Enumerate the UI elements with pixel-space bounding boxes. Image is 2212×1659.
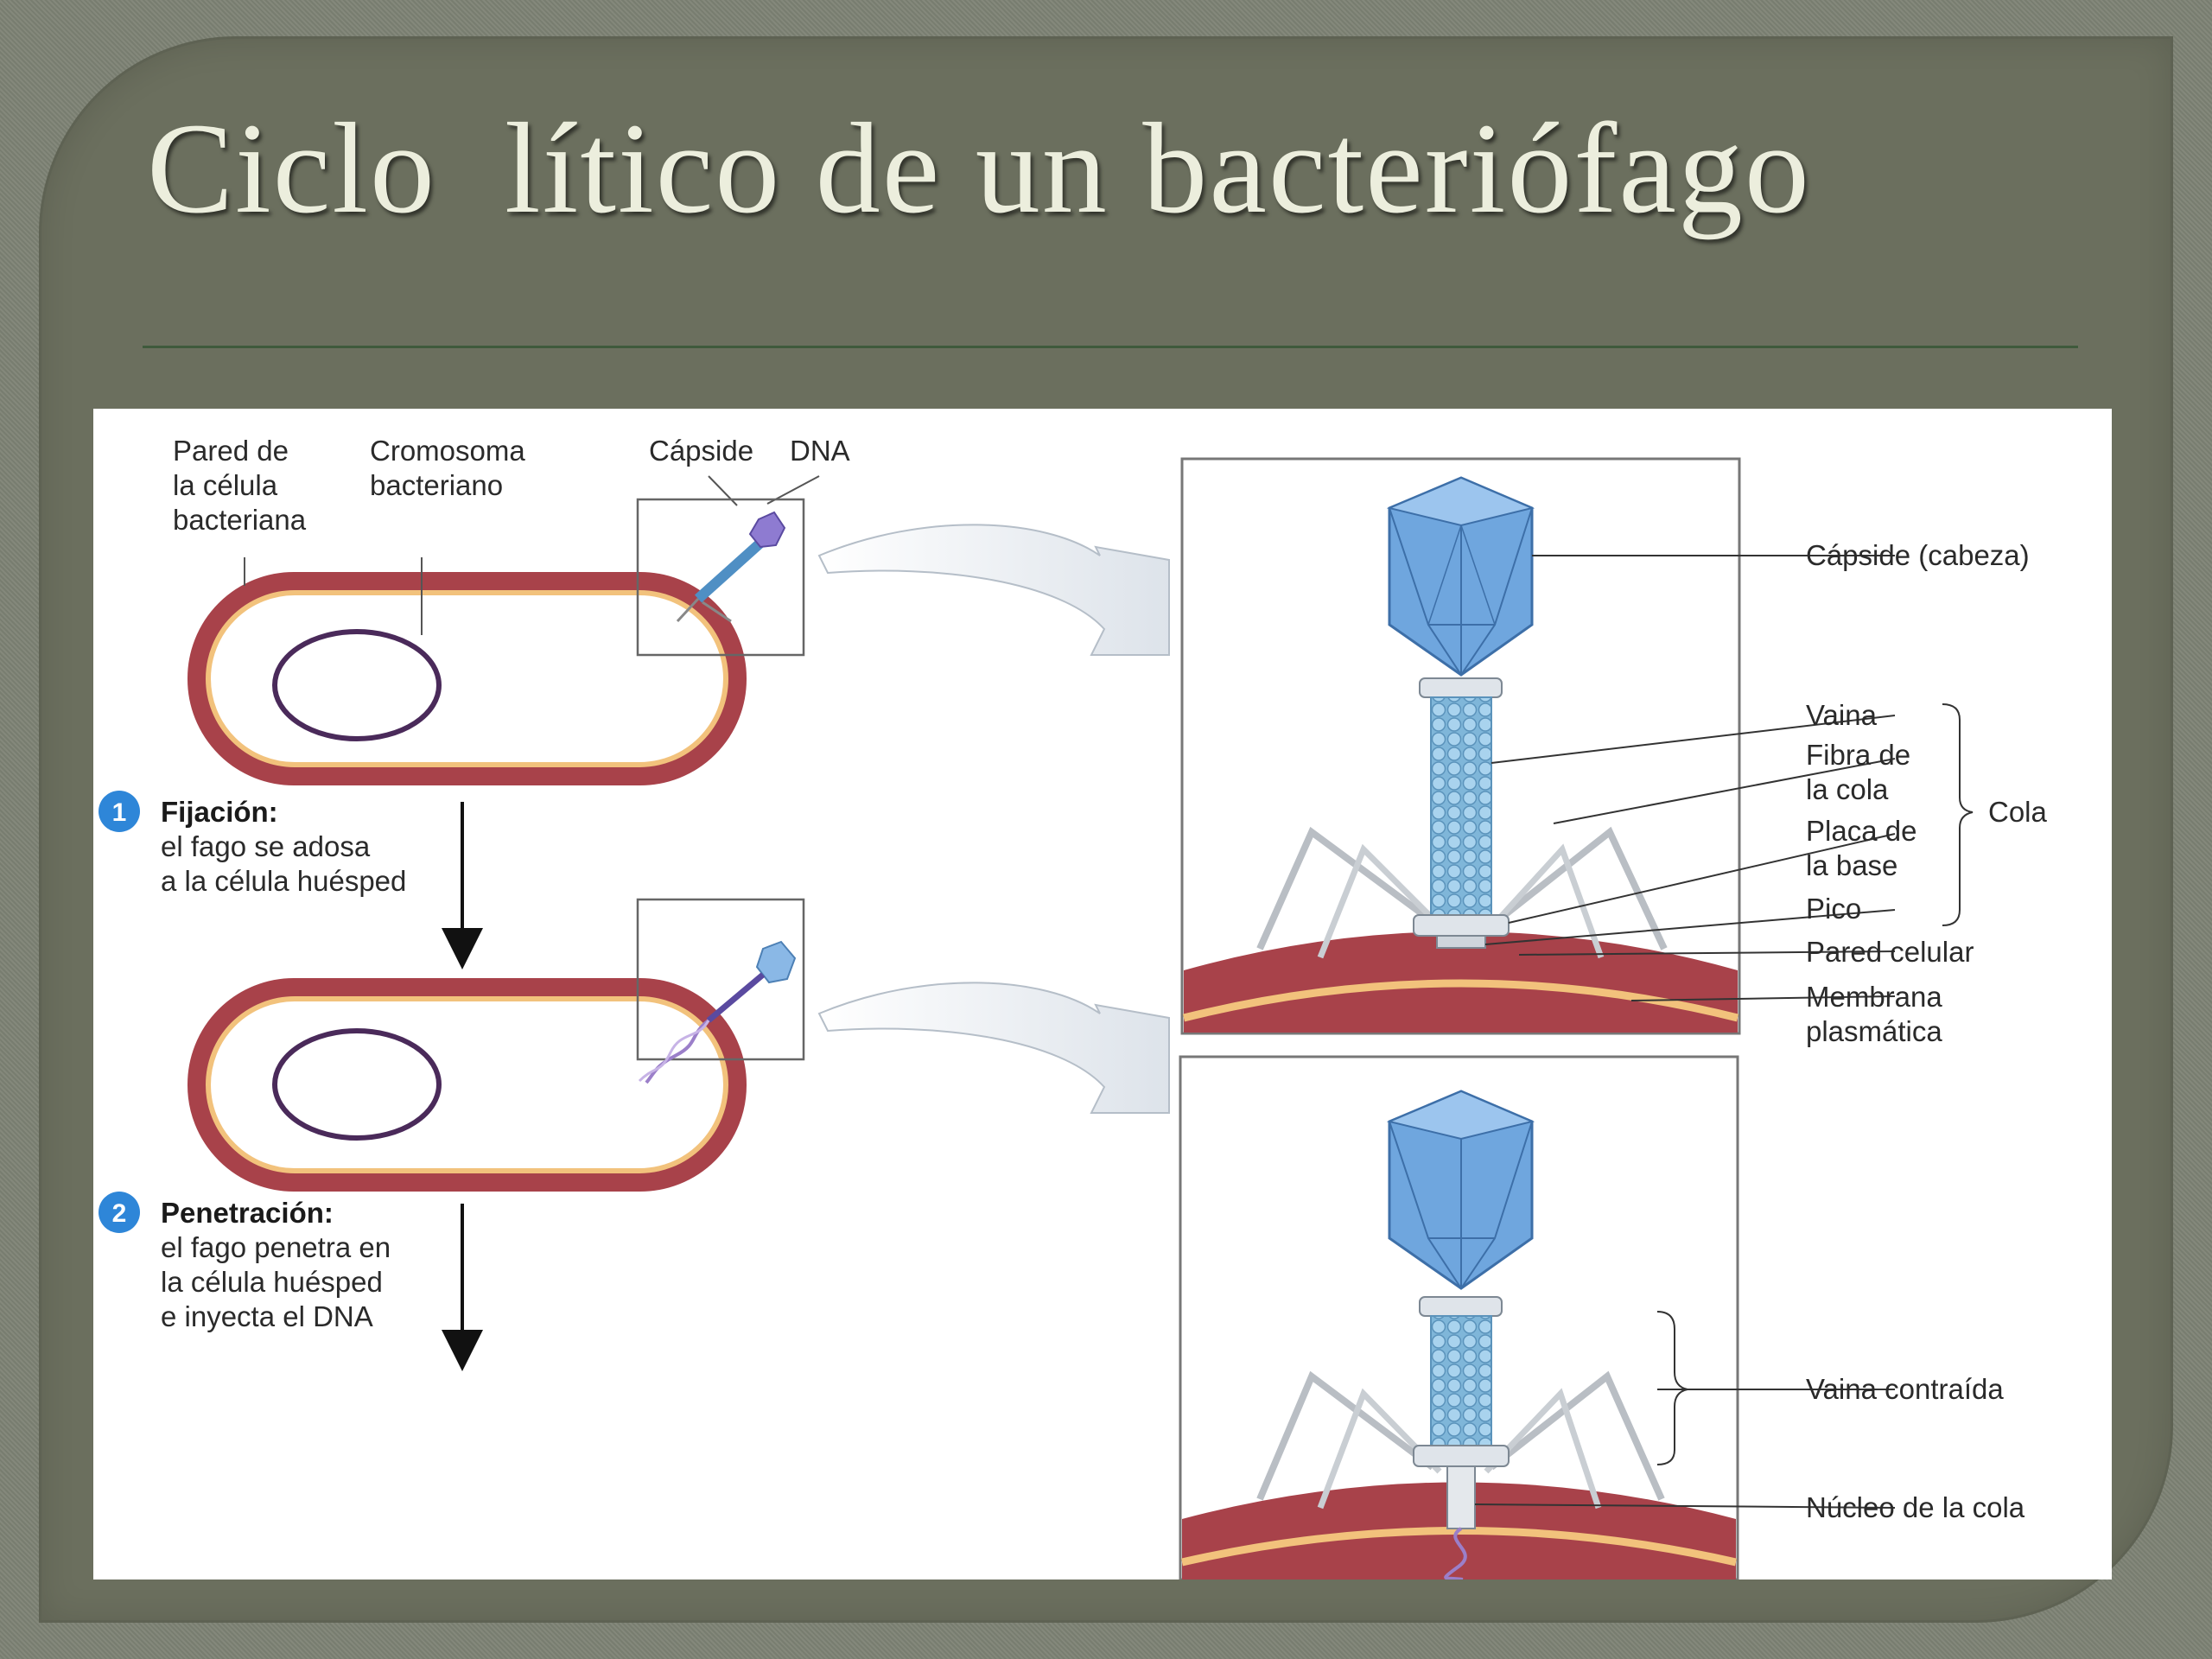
step-2-line-2: la célula huésped [161, 1266, 383, 1298]
zoom-arrow-2 [817, 982, 1170, 1114]
lytic-cycle-diagram: 1 2 [99, 435, 2048, 1580]
phage-injecting-small [636, 898, 805, 1084]
bacterial-chromosome-1 [272, 629, 442, 741]
label-cell-wall: Pared celular [1806, 936, 1974, 968]
label-chromosome-line-2: bacteriano [370, 469, 503, 501]
label-spike: Pico [1806, 893, 1861, 925]
label-membrane-line-2: plasmática [1806, 1015, 1942, 1047]
label-tail-group: Cola [1988, 796, 2048, 828]
label-contracted-sheath: Vaina contraída [1806, 1373, 2004, 1405]
svg-text:1: 1 [112, 798, 127, 827]
step-1-title: Fijación: [161, 796, 278, 828]
label-base-plate-line-1: Placa de [1806, 815, 1916, 847]
step-2-line-3: e inyecta el DNA [161, 1300, 373, 1332]
phage-detail-panel-1 [1180, 457, 1741, 1035]
label-membrane-line-1: Membrana [1806, 981, 1942, 1013]
phage-attached-small [636, 498, 805, 657]
step-badge-2: 2 [99, 1192, 140, 1233]
label-tail-core: Núcleo de la cola [1806, 1491, 2025, 1523]
label-dna-small: DNA [790, 435, 850, 467]
label-cell-wall-line-2: la célula [173, 469, 278, 501]
label-cell-wall-line-1: Pared de [173, 435, 289, 467]
step-1-line-1: el fago se adosa [161, 830, 371, 862]
step-1-line-2: a la célula huésped [161, 865, 406, 897]
label-base-plate-line-2: la base [1806, 849, 1897, 881]
phage-label-leaders [1474, 555, 1974, 1509]
bacterial-chromosome-2 [272, 1028, 442, 1141]
zoom-arrow-1 [817, 524, 1170, 656]
step-badge-1: 1 [99, 791, 140, 832]
lytic-cycle-figure: 1 2 [93, 409, 2112, 1580]
label-cell-wall-line-3: bacteriana [173, 504, 307, 536]
step-2-line-1: el fago penetra en [161, 1231, 391, 1263]
slide-title: Ciclo lítico de un bacteriófago [147, 97, 1811, 240]
title-divider [143, 346, 2078, 348]
phage-detail-panel-2 [1179, 1055, 1739, 1580]
label-tail-fiber-line-1: Fibra de [1806, 739, 1910, 771]
label-sheath: Vaina [1806, 699, 1878, 731]
label-tail-fiber-line-2: la cola [1806, 773, 1889, 805]
bacterial-cell-2 [188, 978, 747, 1192]
label-chromosome-line-1: Cromosoma [370, 435, 525, 467]
svg-text:2: 2 [112, 1199, 127, 1228]
label-capsid-small: Cápside [649, 435, 753, 467]
step-2-title: Penetración: [161, 1197, 334, 1229]
label-capsid-head: Cápside (cabeza) [1806, 539, 2030, 571]
bacterial-cell-1 [188, 572, 747, 785]
